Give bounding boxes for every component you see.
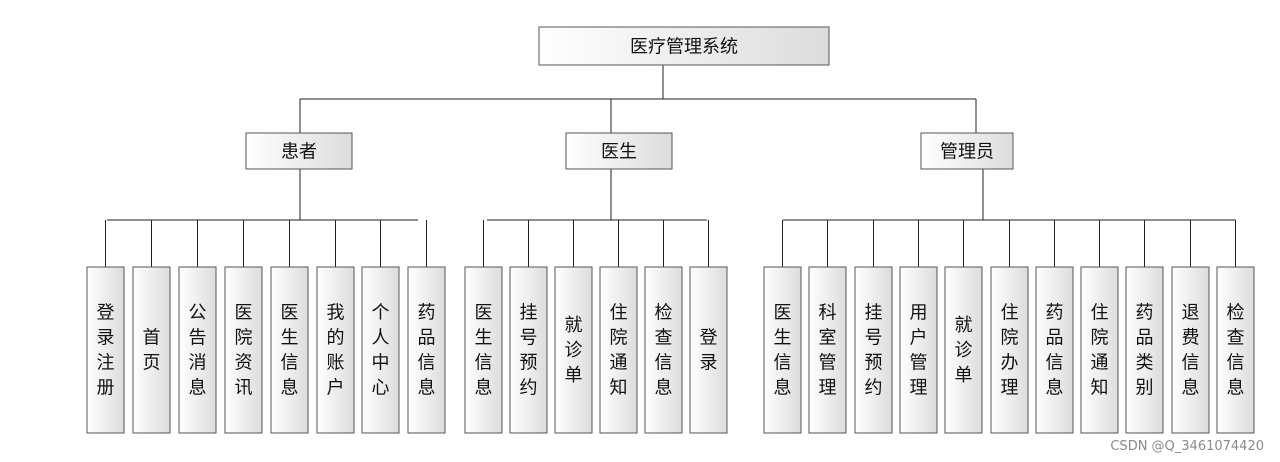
leaf-node-2-0: 医生信息 — [763, 266, 802, 434]
group-node-2: 管理员 — [920, 132, 1014, 170]
leaf-node-0-4-label: 医生信息 — [281, 303, 299, 399]
leaf-node-0-6: 个人中心 — [361, 266, 400, 434]
leaf-node-1-4-label: 检查信息 — [655, 303, 673, 399]
leaf-node-1-3-label: 住院通知 — [610, 303, 628, 399]
leaf-node-2-5-label: 住院办理 — [1001, 303, 1019, 399]
leaf-node-2-10: 检查信息 — [1216, 266, 1255, 434]
leaf-node-0-1: 首页 — [132, 266, 171, 434]
leaf-node-0-2: 公告消息 — [178, 266, 217, 434]
leaf-node-0-5-label: 我的账户 — [327, 303, 345, 399]
leaf-node-0-3-label: 医院资讯 — [235, 303, 253, 399]
leaf-node-1-2: 就诊单 — [554, 266, 593, 434]
leaf-node-1-4: 检查信息 — [644, 266, 683, 434]
group-node-1: 医生 — [565, 132, 673, 170]
leaf-node-2-1: 科室管理 — [808, 266, 847, 434]
leaf-node-2-2: 挂号预约 — [854, 266, 893, 434]
leaf-node-1-1-label: 挂号预约 — [520, 303, 538, 399]
leaf-node-0-6-label: 个人中心 — [372, 303, 390, 399]
leaf-node-0-4: 医生信息 — [270, 266, 309, 434]
leaf-node-1-3: 住院通知 — [599, 266, 638, 434]
leaf-node-2-0-label: 医生信息 — [774, 303, 792, 399]
leaf-node-2-7-label: 住院通知 — [1091, 303, 1109, 399]
leaf-node-1-5: 登录 — [689, 266, 728, 434]
group-node-2-label: 管理员 — [940, 141, 994, 162]
leaf-node-0-7: 药品信息 — [407, 266, 446, 434]
leaf-node-2-8-label: 药品类别 — [1136, 303, 1154, 399]
leaf-node-2-3: 用户管理 — [899, 266, 938, 434]
leaf-node-2-6-label: 药品信息 — [1046, 303, 1064, 399]
leaf-node-0-3: 医院资讯 — [224, 266, 263, 434]
group-node-1-label: 医生 — [601, 141, 637, 162]
leaf-node-1-1: 挂号预约 — [509, 266, 548, 434]
watermark: CSDN @Q_3461074420 — [1110, 439, 1264, 454]
root-node-label: 医疗管理系统 — [630, 36, 738, 57]
leaf-node-2-10-label: 检查信息 — [1227, 303, 1245, 399]
root-node: 医疗管理系统 — [538, 26, 830, 66]
leaf-node-2-9: 退费信息 — [1171, 266, 1210, 434]
leaf-node-2-1-label: 科室管理 — [819, 303, 837, 399]
leaf-node-2-8: 药品类别 — [1125, 266, 1164, 434]
leaf-node-0-1-label: 首页 — [143, 328, 161, 374]
leaf-node-0-0: 登录注册 — [86, 266, 125, 434]
leaf-node-0-2-label: 公告消息 — [189, 303, 207, 399]
leaf-node-2-4-label: 就诊单 — [955, 315, 973, 386]
leaf-node-0-5: 我的账户 — [316, 266, 355, 434]
leaf-node-0-7-label: 药品信息 — [418, 303, 436, 399]
leaf-node-2-6: 药品信息 — [1035, 266, 1074, 434]
group-node-0: 患者 — [245, 132, 353, 170]
group-node-0-label: 患者 — [281, 141, 317, 162]
leaf-node-1-2-label: 就诊单 — [565, 315, 583, 386]
leaf-node-2-2-label: 挂号预约 — [865, 303, 883, 399]
leaf-node-2-9-label: 退费信息 — [1182, 303, 1200, 399]
leaf-node-1-0-label: 医生信息 — [475, 303, 493, 399]
leaf-node-2-7: 住院通知 — [1080, 266, 1119, 434]
leaf-node-2-4: 就诊单 — [944, 266, 983, 434]
leaf-node-2-3-label: 用户管理 — [910, 303, 928, 399]
leaf-node-0-0-label: 登录注册 — [97, 303, 115, 399]
leaf-node-1-5-label: 登录 — [700, 328, 718, 374]
leaf-node-1-0: 医生信息 — [464, 266, 503, 434]
leaf-node-2-5: 住院办理 — [990, 266, 1029, 434]
